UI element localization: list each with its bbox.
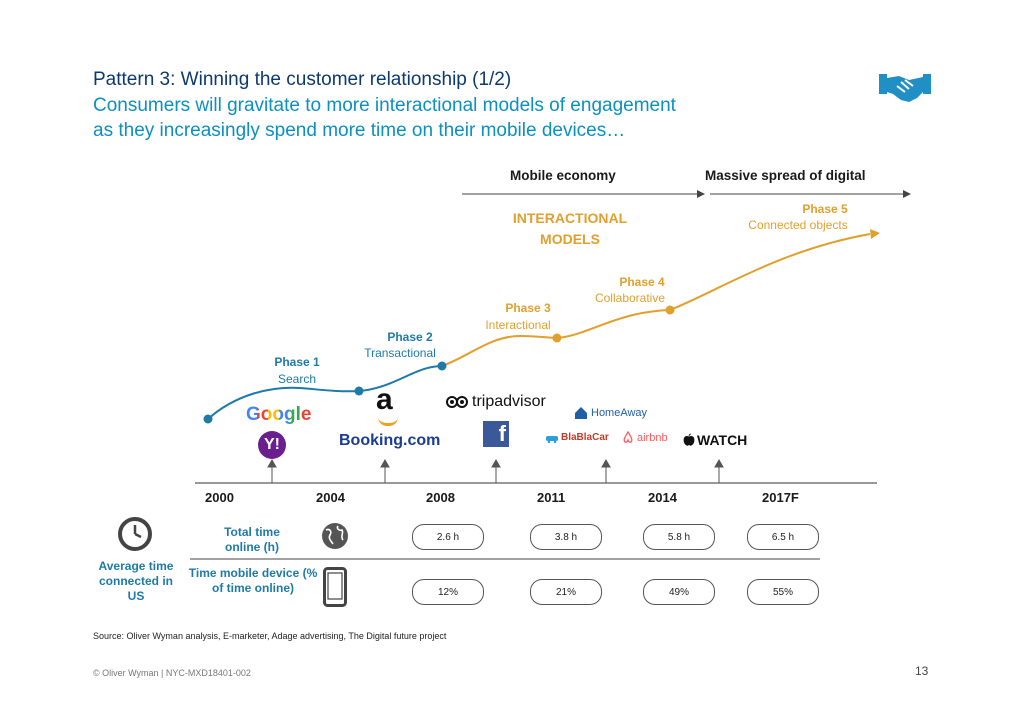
phase1-subtitle: Search <box>277 372 317 386</box>
total-time-2014: 5.8 h <box>643 524 715 550</box>
mobile-share-2014: 49% <box>643 579 715 605</box>
phase1-title: Phase 1 <box>274 355 320 369</box>
phase5-subtitle: Connected objects <box>748 218 848 232</box>
era-mobile-economy: Mobile economy <box>510 168 616 183</box>
airbnb-icon <box>623 431 633 443</box>
interactional-models-label: INTERACTIONAL MODELS <box>512 210 628 247</box>
mobile-share-2008: 12% <box>412 579 484 605</box>
year-2008: 2008 <box>426 490 455 505</box>
page-number: 13 <box>915 664 929 678</box>
clock-icon <box>117 516 153 557</box>
era-massive-digital: Massive spread of digital <box>705 168 866 183</box>
apple-watch-logo: WATCH <box>683 432 747 448</box>
mobile-time-label: Time mobile device (% of time online) <box>188 566 318 595</box>
footer-copyright: © Oliver Wyman | NYC-MXD18401-002 <box>93 668 251 678</box>
timeline-dot-phase1 <box>354 386 364 396</box>
total-time-label: Total time online (h) <box>224 525 280 554</box>
phase2-subtitle: Transactional <box>364 346 436 360</box>
handshake-icon <box>879 68 931 104</box>
homeaway-logo: HomeAway <box>574 406 647 420</box>
airbnb-logo: airbnb <box>622 431 668 444</box>
phase4-title: Phase 4 <box>619 275 665 289</box>
year-2011: 2011 <box>537 490 566 505</box>
year-2017F: 2017F <box>762 490 799 505</box>
mobile-share-2011: 21% <box>530 579 602 605</box>
amazon-logo: a <box>376 383 393 416</box>
blablacar-logo: BlaBlaCar <box>546 432 609 443</box>
house-icon <box>575 407 587 419</box>
phase3-subtitle: Interactional <box>485 318 551 332</box>
amazon-smile-icon <box>378 417 398 426</box>
page-title: Pattern 3: Winning the customer relation… <box>93 69 512 90</box>
globe-icon <box>320 521 350 556</box>
timeline-dot-phase2 <box>437 361 447 371</box>
source-note: Source: Oliver Wyman analysis, E-markete… <box>93 631 447 641</box>
google-logo: Google <box>246 404 312 425</box>
phase2-title: Phase 2 <box>387 330 433 344</box>
owl-eyes-icon <box>446 396 468 408</box>
yahoo-logo: Y! <box>258 431 286 459</box>
year-2004: 2004 <box>316 490 345 505</box>
booking-logo: Booking.com <box>339 432 441 449</box>
year-2000: 2000 <box>205 490 234 505</box>
phase5-title: Phase 5 <box>802 202 848 216</box>
phase4-subtitle: Collaborative <box>594 291 666 305</box>
total-time-2008: 2.6 h <box>412 524 484 550</box>
phase3-title: Phase 3 <box>505 301 551 315</box>
year-2014: 2014 <box>648 490 677 505</box>
page-subtitle-line1: Consumers will gravitate to more interac… <box>93 95 676 116</box>
apple-icon <box>683 433 695 446</box>
tripadvisor-logo: tripadvisor <box>446 393 546 411</box>
average-time-label: Average time connected in US <box>98 559 174 603</box>
total-time-2011: 3.8 h <box>530 524 602 550</box>
smartphone-icon <box>323 567 347 612</box>
growth-curve-blue <box>207 365 443 420</box>
mobile-share-2017F: 55% <box>747 579 819 605</box>
page-subtitle-line2: as they increasingly spend more time on … <box>93 120 626 141</box>
facebook-logo: f <box>483 421 509 447</box>
timeline-dot-phase4 <box>665 305 675 315</box>
total-time-2017F: 6.5 h <box>747 524 819 550</box>
car-icon <box>546 435 558 443</box>
timeline-dot-2000 <box>203 414 213 424</box>
growth-curve-orange <box>441 233 871 367</box>
timeline-dot-phase3 <box>552 333 562 343</box>
